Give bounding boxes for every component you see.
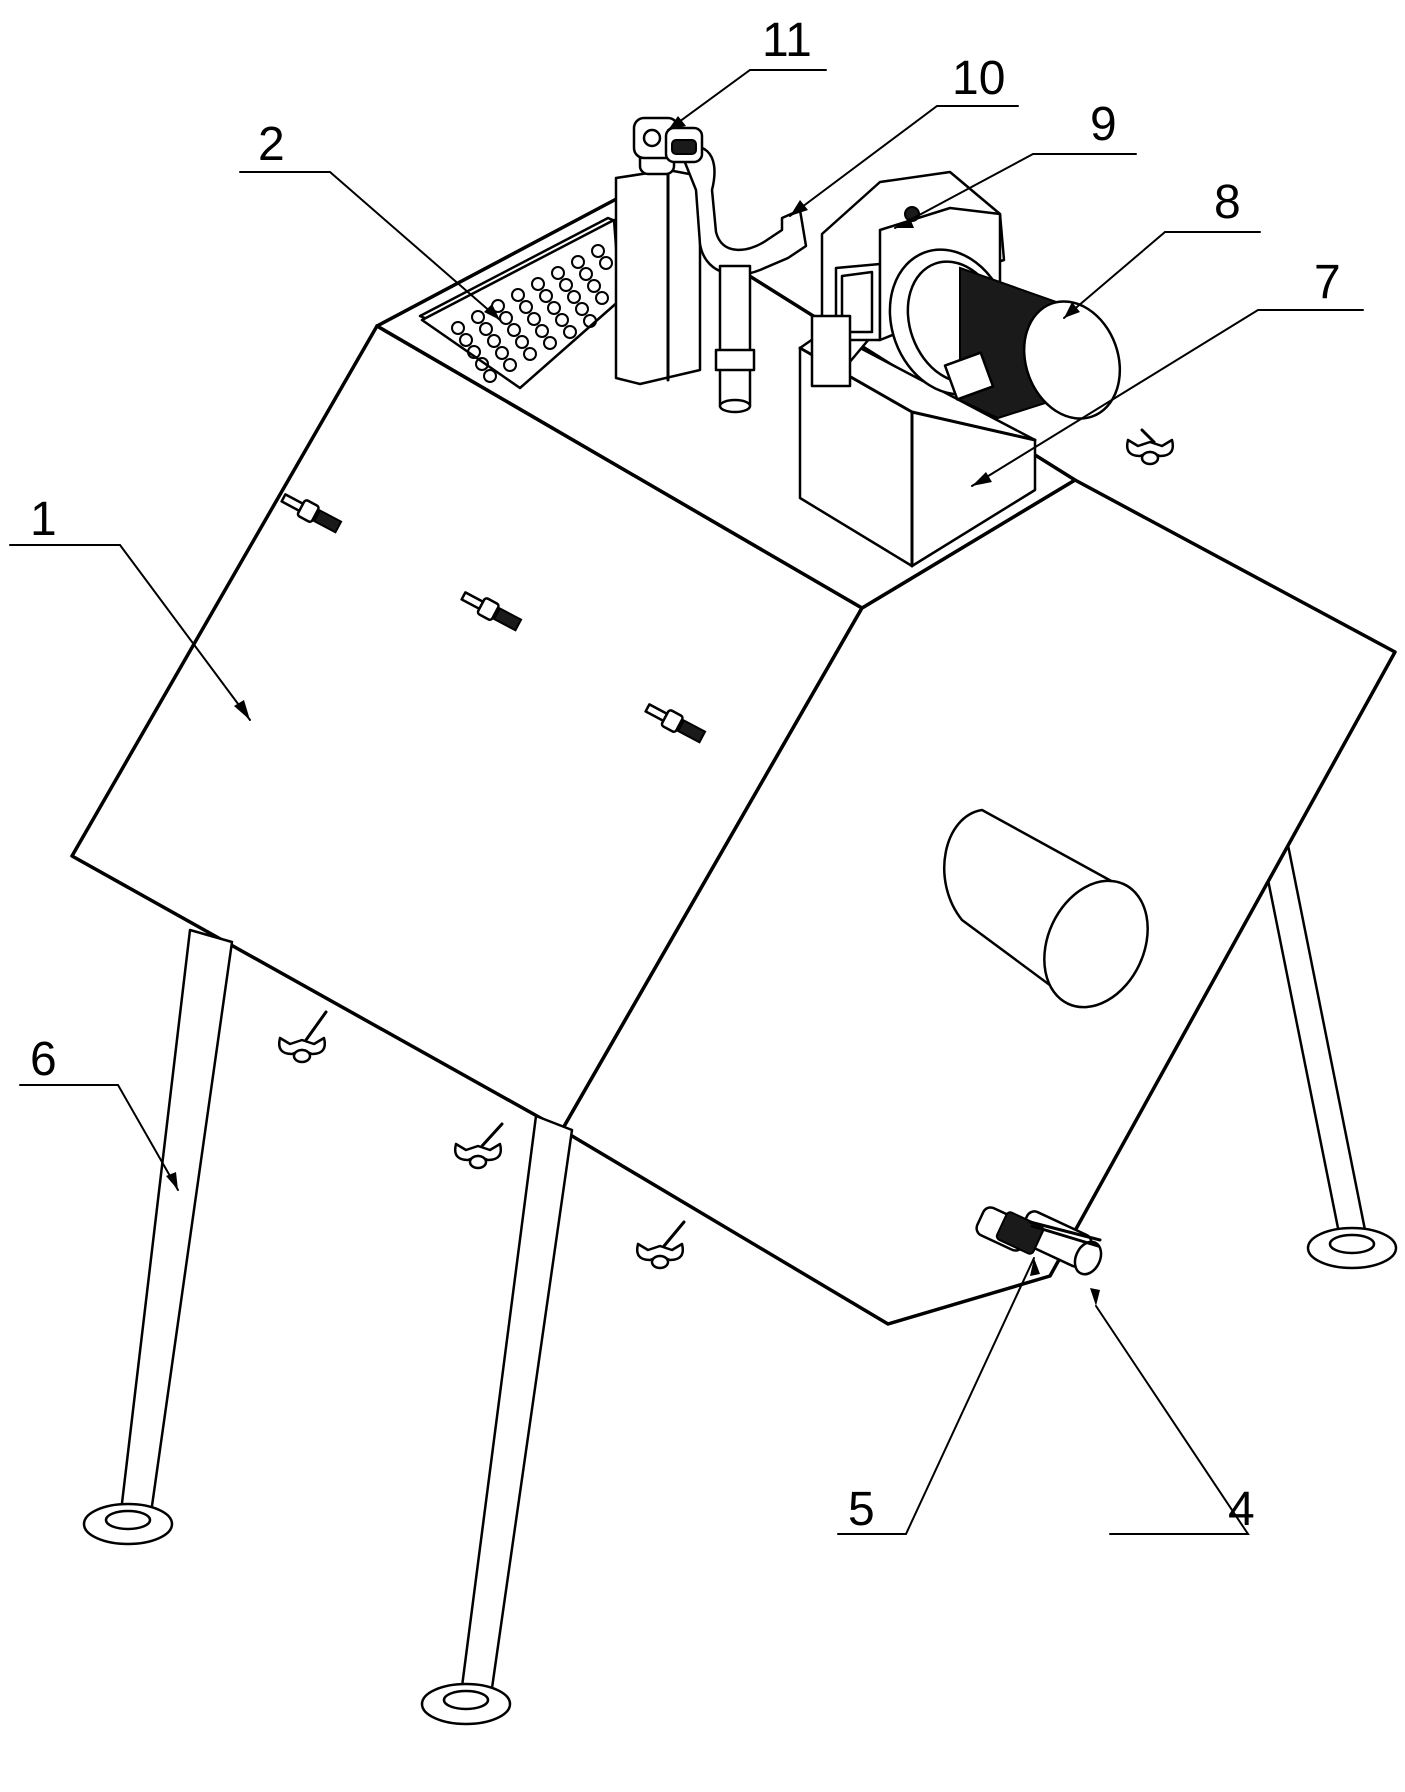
screen-hole: [547, 301, 561, 315]
screen-hole: [535, 324, 549, 338]
label-8: 8: [1214, 176, 1241, 229]
wing-nut-icon: [454, 1122, 504, 1170]
screen-hole: [559, 278, 573, 292]
screen-hole: [471, 310, 485, 324]
wing-nut-icon: [1126, 428, 1174, 466]
front-leg-middle: [420, 1114, 574, 1726]
screen-hole: [563, 325, 577, 339]
screen-hole: [479, 322, 493, 336]
screen-hole: [511, 288, 525, 302]
screen-hole: [583, 314, 597, 328]
screen-hole: [451, 321, 465, 335]
screen-hole: [579, 267, 593, 281]
bolt-icon: [644, 703, 707, 744]
arrowheads: [166, 116, 1100, 1306]
inspection-port: [942, 808, 1149, 1009]
label-10: 10: [952, 52, 1005, 105]
label-6: 6: [30, 1033, 57, 1086]
screen-hole: [567, 290, 581, 304]
screen-hole: [487, 334, 501, 348]
screen-hole: [523, 347, 537, 361]
screen-hole: [595, 291, 609, 305]
screen-hole: [543, 336, 557, 350]
front-leg-left: [82, 928, 234, 1546]
screen-hole: [475, 357, 489, 371]
pipe: [678, 145, 808, 414]
screen-hole: [591, 244, 605, 258]
screen-hole: [575, 302, 589, 316]
screen-hole: [551, 266, 565, 280]
screen-hole: [587, 279, 601, 293]
screen-hole: [483, 369, 497, 383]
screen-hole: [519, 300, 533, 314]
wing-nut-icon: [278, 1010, 328, 1064]
screen-hole: [571, 255, 585, 269]
pipe-clamp: [632, 116, 704, 164]
wing-nuts: [278, 428, 1174, 1270]
bolt-icon: [460, 591, 523, 632]
motor: [888, 248, 1122, 420]
label-1: 1: [30, 493, 57, 546]
screen-hole: [599, 256, 613, 270]
screen-hole: [499, 311, 513, 325]
screen-hole: [495, 346, 509, 360]
screen-hole: [467, 345, 481, 359]
label-4: 4: [1228, 1483, 1255, 1536]
rear-leg-right: [1256, 828, 1398, 1270]
label-7: 7: [1314, 256, 1341, 309]
screen-hole: [515, 335, 529, 349]
screen-hole: [555, 313, 569, 327]
screen-hole: [503, 358, 517, 372]
wing-nut-icon: [636, 1220, 686, 1270]
label-11: 11: [762, 14, 812, 67]
face-bolts: [280, 493, 707, 744]
screen-hole: [527, 312, 541, 326]
screen-hole: [459, 333, 473, 347]
screen-hole: [539, 289, 553, 303]
label-5: 5: [848, 1483, 875, 1536]
screen-hole: [507, 323, 521, 337]
screen-hole: [531, 277, 545, 291]
outlet-valve: [975, 1206, 1103, 1276]
label-9: 9: [1090, 98, 1117, 151]
label-2: 2: [258, 118, 285, 171]
bolt-icon: [280, 493, 343, 534]
leader-lines: [9, 69, 1364, 1535]
